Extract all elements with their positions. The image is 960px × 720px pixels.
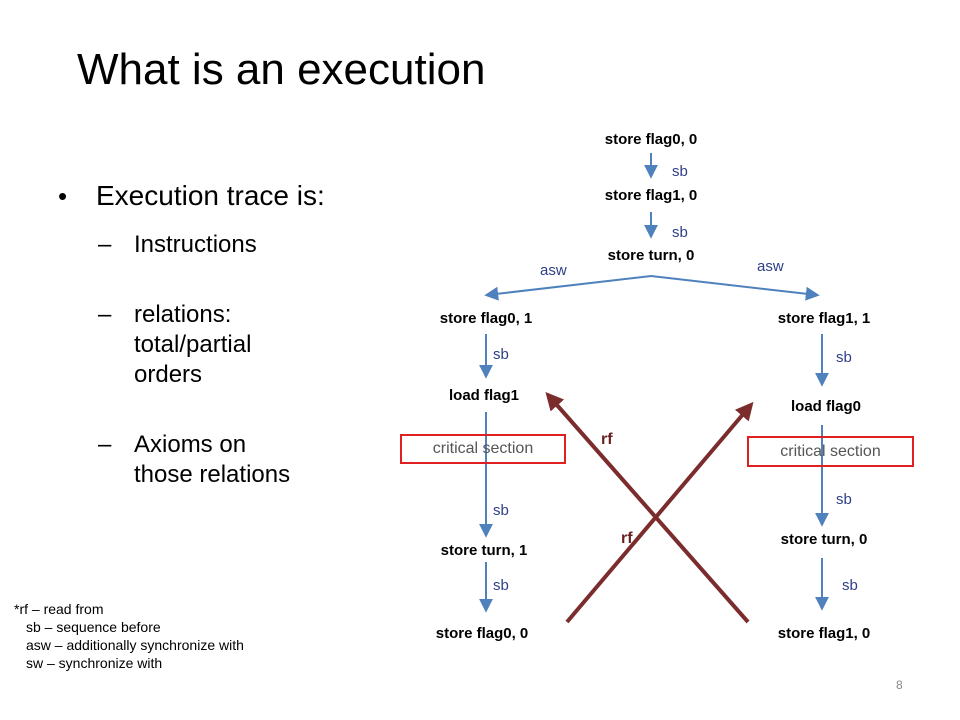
- rf-arrow-to-load-flag1: [545, 391, 750, 624]
- sb-label: sb: [493, 346, 509, 363]
- node-store-flag1-init: store flag1, 0: [604, 187, 698, 204]
- sub-bullet-instructions: – Instructions: [58, 230, 388, 260]
- sub-bullet-line: relations:: [134, 301, 232, 328]
- node-store-flag0-init: store flag0, 0: [604, 131, 698, 148]
- node-right-store-flag1: store flag1, 1: [777, 310, 871, 327]
- sub-bullet-line: total/partial: [134, 331, 252, 358]
- sub-bullet-line: those relations: [134, 461, 291, 488]
- sub-bullet-axioms: – Axioms on those relations: [58, 430, 388, 490]
- node-left-store-turn: store turn, 1: [440, 542, 528, 559]
- node-left-store-flag0: store flag0, 1: [439, 310, 533, 327]
- bullet-main: • Execution trace is:: [58, 178, 388, 214]
- asw-label: asw: [540, 262, 567, 279]
- sb-label: sb: [836, 349, 852, 366]
- rf-label: rf: [601, 431, 613, 448]
- footnote-line: sb – sequence before: [26, 619, 161, 635]
- node-left-store-flag0-end: store flag0, 0: [435, 625, 529, 642]
- sb-label: sb: [493, 577, 509, 594]
- node-right-load-flag0: load flag0: [790, 398, 862, 415]
- page-number: 8: [896, 678, 903, 692]
- sub-bullet-relations: – relations: total/partial orders: [58, 300, 388, 390]
- asw-label: asw: [757, 258, 784, 275]
- slide-title: What is an execution: [77, 45, 486, 94]
- left-critical-section: critical section: [400, 434, 566, 464]
- footnote: *rf – read from sb – sequence before asw…: [14, 600, 244, 672]
- sb-label: sb: [493, 502, 509, 519]
- sub-bullet-line: orders: [134, 361, 203, 388]
- dash-icon: –: [98, 231, 112, 258]
- asw-arrow-left: [484, 275, 652, 301]
- sb-label: sb: [672, 224, 688, 241]
- dash-icon: –: [98, 301, 112, 328]
- sb-label: sb: [672, 163, 688, 180]
- rf-label: rf: [621, 530, 633, 547]
- asw-arrow-right: [650, 275, 820, 301]
- bullet-main-text: Execution trace is:: [96, 180, 325, 211]
- sub-bullet-line: Axioms on: [134, 431, 247, 458]
- sb-label: sb: [842, 577, 858, 594]
- dash-icon: –: [98, 431, 112, 458]
- node-store-turn-init: store turn, 0: [607, 247, 695, 264]
- sb-label: sb: [836, 491, 852, 508]
- footnote-line: asw – additionally synchronize with: [26, 637, 244, 653]
- rf-arrow-to-load-flag0: [565, 401, 754, 624]
- sub-bullet-line: Instructions: [134, 231, 257, 258]
- node-right-store-flag1-end: store flag1, 0: [777, 625, 871, 642]
- footnote-line: sw – synchronize with: [26, 655, 163, 671]
- footnote-line: *rf – read from: [14, 601, 104, 617]
- node-left-load-flag1: load flag1: [448, 387, 520, 404]
- bullet-list: • Execution trace is: – Instructions – r…: [58, 178, 388, 490]
- bullet-dot-icon: •: [58, 181, 68, 211]
- right-critical-section: critical section: [747, 436, 914, 467]
- node-right-store-turn: store turn, 0: [780, 531, 868, 548]
